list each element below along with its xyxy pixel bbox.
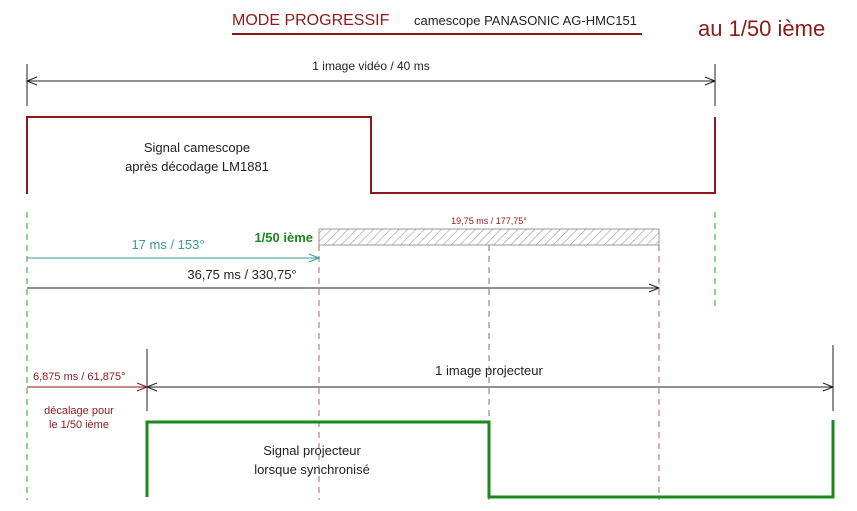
projector-arrowhead-right (822, 382, 835, 392)
offset-note-2: le 1/50 ième (49, 419, 109, 431)
shutter-end-arrowhead (648, 283, 661, 293)
shutter-tag: 1/50 ième (254, 230, 313, 245)
video-frame-arrowhead-right (704, 76, 717, 86)
camera-signal-label-2: après décodage LM1881 (125, 159, 269, 174)
projector-frame-label: 1 image projecteur (435, 363, 543, 378)
camera-model: camescope PANASONIC AG-HMC151 (414, 13, 637, 28)
video-frame-label: 1 image vidéo / 40 ms (312, 59, 429, 73)
exposure-duration-label: 19,75 ms / 177,75° (451, 216, 527, 226)
projector-signal-label-1: Signal projecteur (263, 443, 361, 458)
exposure-window (318, 228, 660, 246)
offset-note-1: décalage pour (44, 405, 114, 417)
shutter-title: au 1/50 ième (698, 16, 825, 41)
offset-label: 6,875 ms / 61,875° (33, 371, 125, 383)
projector-signal-label-2: lorsque synchronisé (254, 462, 370, 477)
mode-title: MODE PROGRESSIF (232, 12, 390, 29)
shutter-start-arrowhead (308, 253, 321, 263)
offset-arrowhead (136, 382, 149, 392)
projector-signal-waveform (145, 420, 835, 499)
shutter-end-label: 36,75 ms / 330,75° (187, 267, 296, 282)
camera-signal-waveform (26, 116, 716, 194)
camera-signal-label-1: Signal camescope (144, 140, 250, 155)
video-frame-arrowhead-left (25, 76, 38, 86)
shutter-start-label: 17 ms / 153° (131, 237, 204, 252)
